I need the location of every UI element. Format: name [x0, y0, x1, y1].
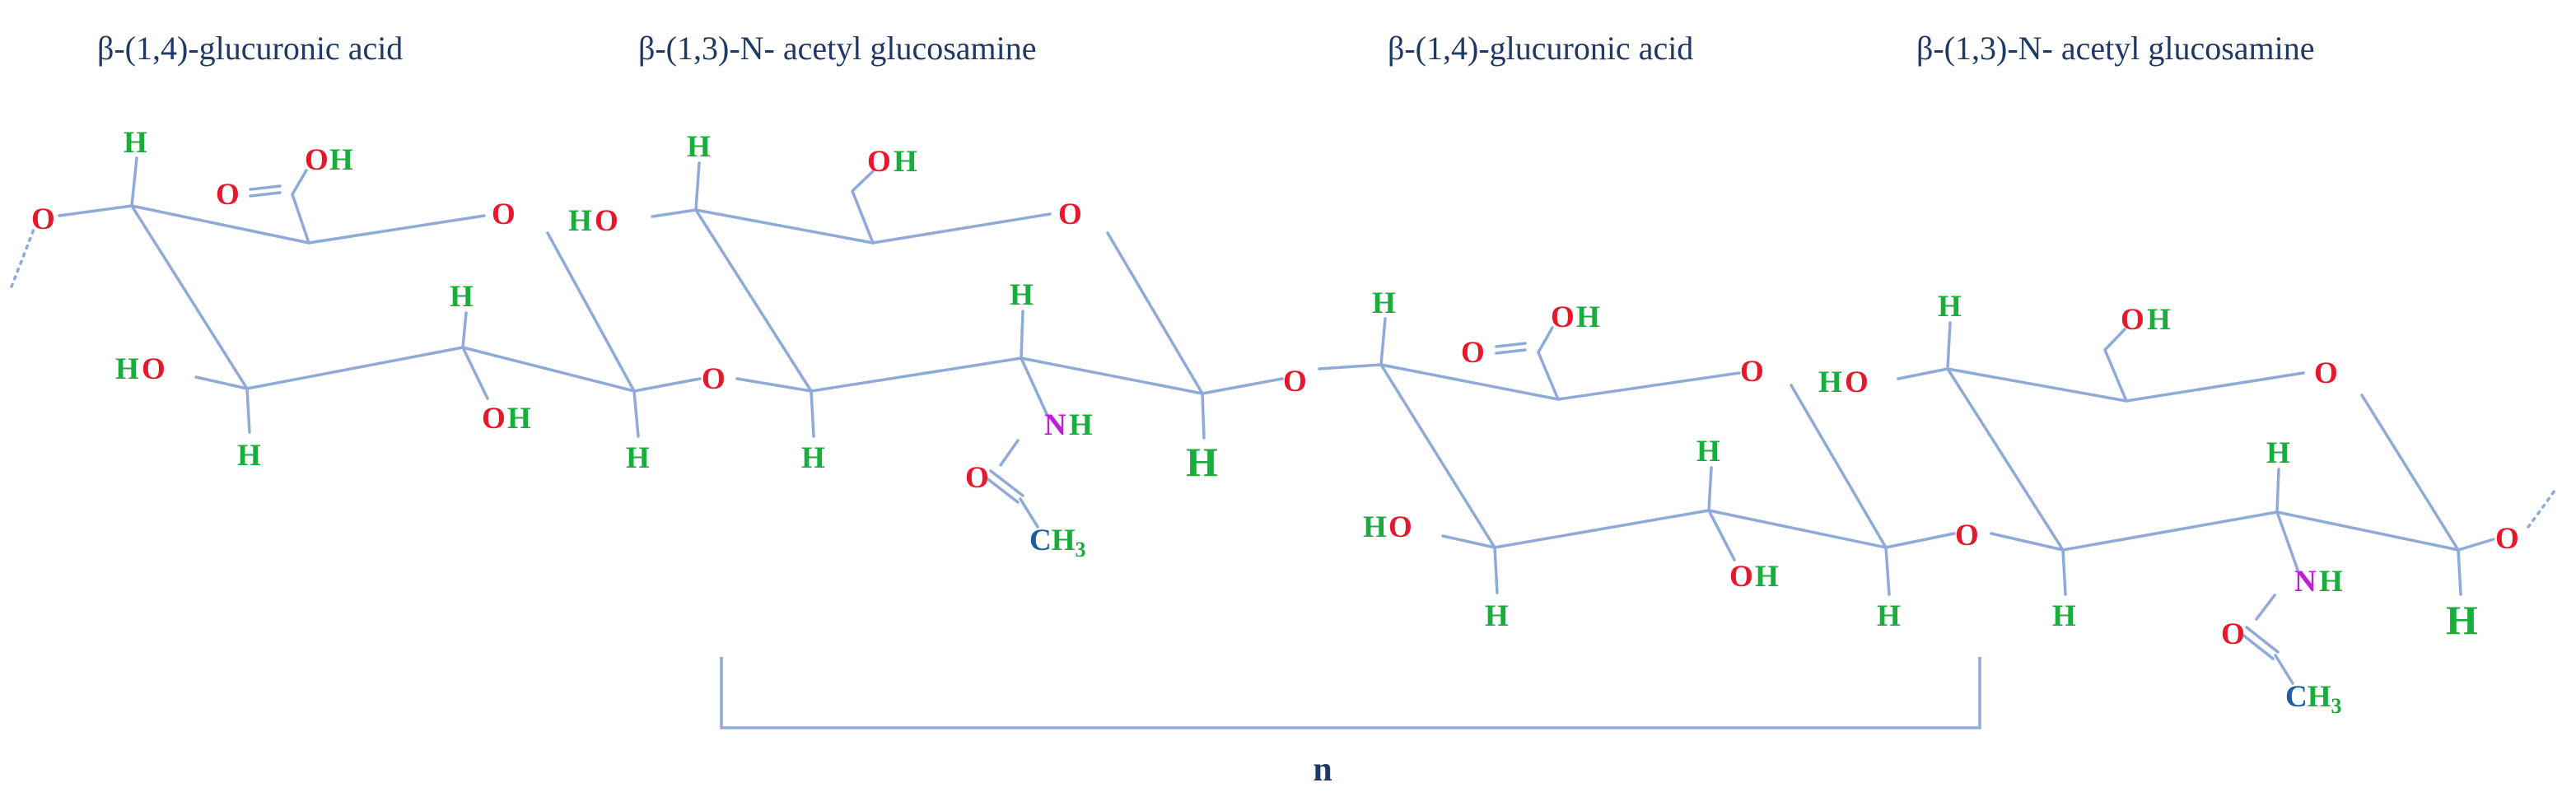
- hydrogen-atom: H: [124, 126, 147, 160]
- hydroxyl-oxygen-atom: O: [1845, 366, 1869, 399]
- hydrogen-atom: H: [2052, 599, 2076, 633]
- nitrogen-atom: N: [1044, 408, 1066, 442]
- hydroxyl-oxygen-atom: O: [1388, 510, 1412, 544]
- glycosidic-oxygen-atom: O: [702, 362, 726, 396]
- glycosidic-oxygen-atom: O: [1283, 365, 1307, 398]
- acetyl-oxygen-atom: O: [965, 461, 989, 495]
- hydroxyl-hydrogen-atom: H: [1755, 560, 1779, 594]
- ring-oxygen-atom: O: [1058, 198, 1082, 231]
- hydroxyl-hydrogen-atom: H: [1576, 300, 1600, 334]
- acetyl-oxygen-atom: O: [2221, 617, 2245, 651]
- ring-oxygen-atom: O: [492, 198, 516, 231]
- oxygen-atom: O: [31, 203, 55, 236]
- methyl-carbon-atom: CH3: [2285, 680, 2342, 718]
- hydroxyl-hydrogen-atom: H: [2147, 303, 2171, 337]
- hydroxyl-oxygen-atom: O: [482, 402, 506, 436]
- hydrogen-atom: H: [687, 130, 711, 164]
- hydrogen-atom: H: [237, 439, 261, 473]
- amide-hydrogen-atom: H: [1069, 408, 1093, 442]
- hydroxyl-oxygen-atom: O: [1551, 300, 1575, 334]
- hydroxyl-oxygen-atom: O: [2121, 303, 2144, 337]
- hydroxyl-oxygen-atom: O: [305, 143, 329, 177]
- hydroxyl-hydrogen-atom: H: [507, 402, 531, 436]
- hydrogen-atom: H: [1372, 287, 1396, 320]
- hydroxyl-hydrogen-atom: H: [1363, 510, 1387, 544]
- hydrogen-atom: H: [1696, 435, 1720, 468]
- ring-oxygen-atom: O: [1740, 355, 1764, 389]
- repeat-count-label: n: [1313, 751, 1332, 789]
- title-glucuronic-acid-1: β-(1,4)-glucuronic acid: [97, 30, 403, 67]
- amide-hydrogen-atom: H: [2319, 565, 2343, 599]
- carbonyl-oxygen-atom: O: [1461, 336, 1485, 370]
- hydroxyl-hydrogen-atom: H: [568, 204, 592, 238]
- hydrogen-atom: H: [626, 441, 650, 475]
- hydrogen-atom: H: [801, 441, 825, 475]
- title-acetyl-glucosamine-2: β-(1,3)-N- acetyl glucosamine: [1916, 30, 2315, 67]
- hydroxyl-oxygen-atom: O: [142, 352, 166, 386]
- title-glucuronic-acid-2: β-(1,4)-glucuronic acid: [1388, 30, 1693, 67]
- hydroxyl-oxygen-atom: O: [595, 204, 618, 238]
- hydrogen-atom: H: [1938, 290, 1962, 324]
- hydroxyl-oxygen-atom: O: [867, 145, 891, 179]
- hydrogen-atom: H: [2266, 436, 2290, 470]
- nitrogen-atom: N: [2294, 565, 2317, 599]
- title-acetyl-glucosamine-1: β-(1,3)-N- acetyl glucosamine: [638, 30, 1037, 67]
- repeat-unit-bracket: [720, 657, 1981, 729]
- methyl-carbon-atom: CH3: [1029, 524, 1086, 561]
- anomeric-hydrogen-atom: H: [1186, 439, 1218, 485]
- hydrogen-atom: H: [1877, 599, 1901, 633]
- bond-lines: [10, 156, 2556, 685]
- carbonyl-oxygen-atom: O: [216, 178, 240, 212]
- hydroxyl-hydrogen-atom: H: [115, 352, 139, 386]
- hydrogen-atom: H: [1010, 278, 1034, 312]
- atom-labels: O H O O H O H O H H O H H O H O H O H O …: [31, 126, 2519, 718]
- hydroxyl-hydrogen-atom: H: [894, 145, 917, 179]
- hydroxyl-hydrogen-atom: H: [1818, 366, 1842, 399]
- hydroxyl-oxygen-atom: O: [1729, 560, 1753, 594]
- anomeric-hydrogen-atom: H: [2446, 597, 2478, 643]
- hydrogen-atom: H: [450, 280, 474, 314]
- ring-oxygen-atom: O: [2314, 356, 2338, 390]
- hydroxyl-hydrogen-atom: H: [329, 143, 353, 177]
- hydrogen-atom: H: [1485, 599, 1509, 633]
- glycosidic-oxygen-atom: O: [1955, 519, 1979, 552]
- terminal-oxygen-atom: O: [2495, 522, 2519, 556]
